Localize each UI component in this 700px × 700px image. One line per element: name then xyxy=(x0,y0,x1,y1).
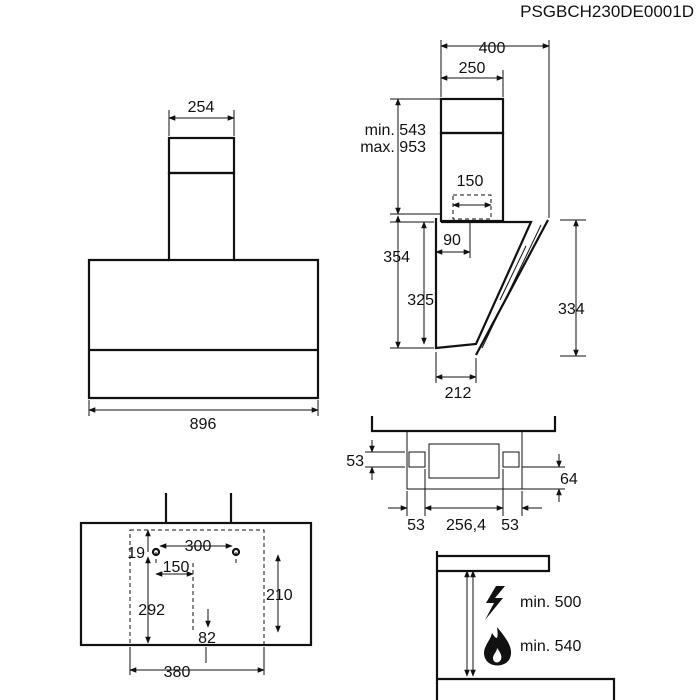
clearance-view: min. 500 min. 540 xyxy=(435,551,616,700)
hole-spacing-label: 300 xyxy=(185,538,212,555)
canopy-inner-height-label: 325 xyxy=(407,292,434,309)
model-code: PSGBCH230DE0001D xyxy=(520,2,694,21)
front-view: 254 896 xyxy=(87,99,320,433)
bracket-spacing-label: 256,4 xyxy=(446,517,486,534)
side-view: 400 250 min. 543 max. 953 150 90 354 325… xyxy=(360,40,586,402)
chimney-depth-label: 250 xyxy=(459,60,486,77)
hole-inner-offset-label: 150 xyxy=(163,559,190,576)
height-min-label: min. 543 xyxy=(365,122,426,139)
flame-icon xyxy=(483,627,512,666)
top-view: 53 64 53 256,4 53 xyxy=(346,416,578,534)
vertical-right-label: 210 xyxy=(266,587,293,604)
depth-total-label: 400 xyxy=(479,40,506,57)
outlet-offset-label: 90 xyxy=(443,232,461,249)
bracket-left-label: 53 xyxy=(407,517,425,534)
electric-icon xyxy=(485,586,505,620)
canopy-height-label: 354 xyxy=(383,249,410,266)
electric-clearance-label: min. 500 xyxy=(520,594,581,611)
hood-width-label: 896 xyxy=(190,416,217,433)
top-right-edge-label: 64 xyxy=(560,471,578,488)
base-depth-label: 212 xyxy=(445,385,472,402)
gas-clearance-label: min. 540 xyxy=(520,638,581,655)
bottom-offset-label: 82 xyxy=(198,630,216,647)
hole-left-offset-label: 19 xyxy=(127,545,145,562)
bracket-right-label: 53 xyxy=(501,517,519,534)
mounting-view: 300 19 150 210 292 82 380 xyxy=(79,493,313,681)
chimney-width-label: 254 xyxy=(188,99,215,116)
glass-height-label: 334 xyxy=(558,301,585,318)
height-max-label: max. 953 xyxy=(360,139,426,156)
top-left-edge-label: 53 xyxy=(346,453,364,470)
vertical-left-label: 292 xyxy=(138,602,165,619)
bottom-width-label: 380 xyxy=(164,664,191,681)
outlet-width-label: 150 xyxy=(457,173,484,190)
